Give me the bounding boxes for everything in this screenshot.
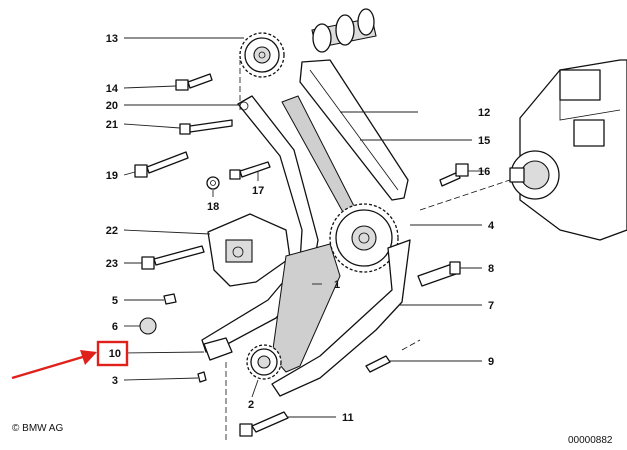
highlight-annotation (11, 340, 129, 380)
callout-17: 17 (252, 185, 264, 197)
callout-12: 12 (478, 107, 490, 119)
callout-18: 18 (207, 201, 219, 213)
callout-6: 6 (112, 321, 118, 333)
callout-9: 9 (488, 356, 494, 368)
injection-pump-drawing (509, 59, 627, 241)
tensioner-housing-drawing (207, 213, 291, 287)
bolt-11-drawing (239, 411, 289, 437)
centre-lines (225, 60, 511, 440)
callout-21: 21 (106, 119, 118, 131)
callout-23: 23 (106, 258, 118, 270)
part-drawings (134, 8, 627, 440)
callout-1: 1 (334, 279, 340, 291)
callout-11: 11 (342, 412, 354, 424)
lower-guide-rail-drawing (271, 239, 411, 397)
callout-22: 22 (106, 225, 118, 237)
pin-9-drawing (365, 355, 391, 373)
bolt-23-drawing (141, 245, 205, 270)
callout-5: 5 (112, 295, 118, 307)
callout-20: 20 (106, 100, 118, 112)
leader-lines (123, 37, 484, 418)
crank-sprocket-drawing (246, 344, 282, 380)
pin-3-drawing (197, 371, 207, 383)
nut-6-drawing (139, 317, 157, 335)
camshaft-drawing (311, 8, 377, 53)
callout-2: 2 (248, 399, 254, 411)
pin-8-drawing (417, 261, 461, 287)
callout-4: 4 (488, 220, 495, 232)
sensor-bolt-drawing (175, 73, 213, 91)
callout-8: 8 (488, 263, 494, 275)
highlight-arrow (11, 354, 87, 380)
callout-labels: 13 14 20 21 19 22 23 5 6 10 3 12 15 16 4… (106, 33, 495, 424)
drawing-number: 00000882 (568, 435, 613, 446)
copyright-label: © BMW AG (12, 423, 63, 434)
callout-3: 3 (112, 375, 118, 387)
camshaft-sprocket-drawing (239, 32, 285, 78)
pin-5-drawing (163, 293, 177, 305)
bolt-16-drawing (439, 163, 469, 187)
callout-13: 13 (106, 33, 118, 45)
upper-guide-rail-drawing (299, 59, 409, 201)
pump-sprocket-drawing (329, 203, 399, 273)
washer-drawing (206, 176, 220, 190)
callout-15: 15 (478, 135, 490, 147)
callout-14: 14 (106, 83, 119, 95)
callout-10: 10 (109, 348, 121, 360)
highlight-arrow-head (80, 350, 97, 365)
callout-7: 7 (488, 300, 494, 312)
callout-19: 19 (106, 170, 118, 182)
pivot-pin-10-drawing (203, 337, 233, 361)
callout-16: 16 (478, 166, 490, 178)
bolts-drawing (134, 119, 271, 180)
highlight-box (96, 340, 129, 367)
